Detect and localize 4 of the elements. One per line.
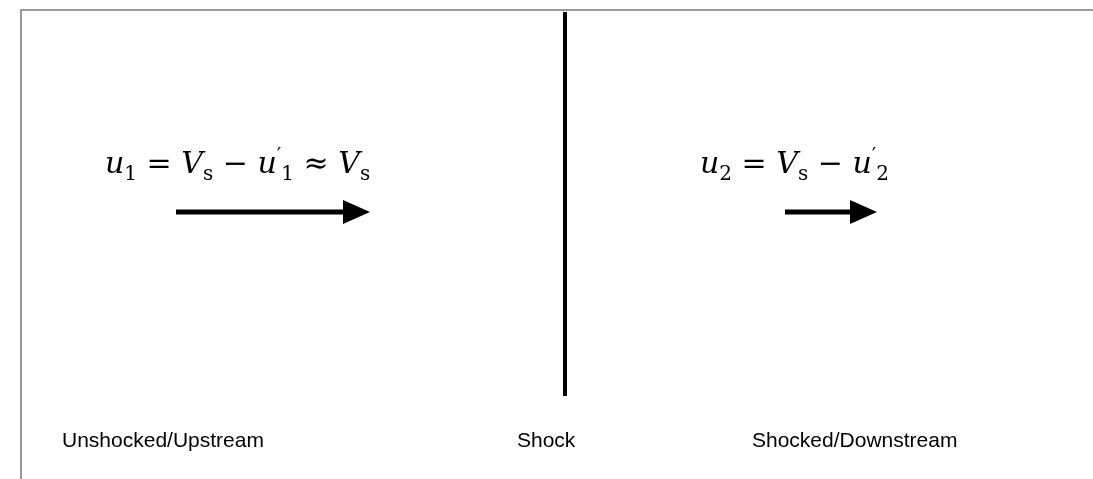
region-label: Unshocked/Upstream [62, 428, 264, 452]
velocity-equation: u$_{1}$ = V$_{s}$ − u$^{′}$$_{1}$ ≈ V$_{s}$ [105, 143, 371, 185]
region-label: Shocked/Downstream [752, 428, 958, 452]
region-label: Shock [517, 428, 576, 452]
